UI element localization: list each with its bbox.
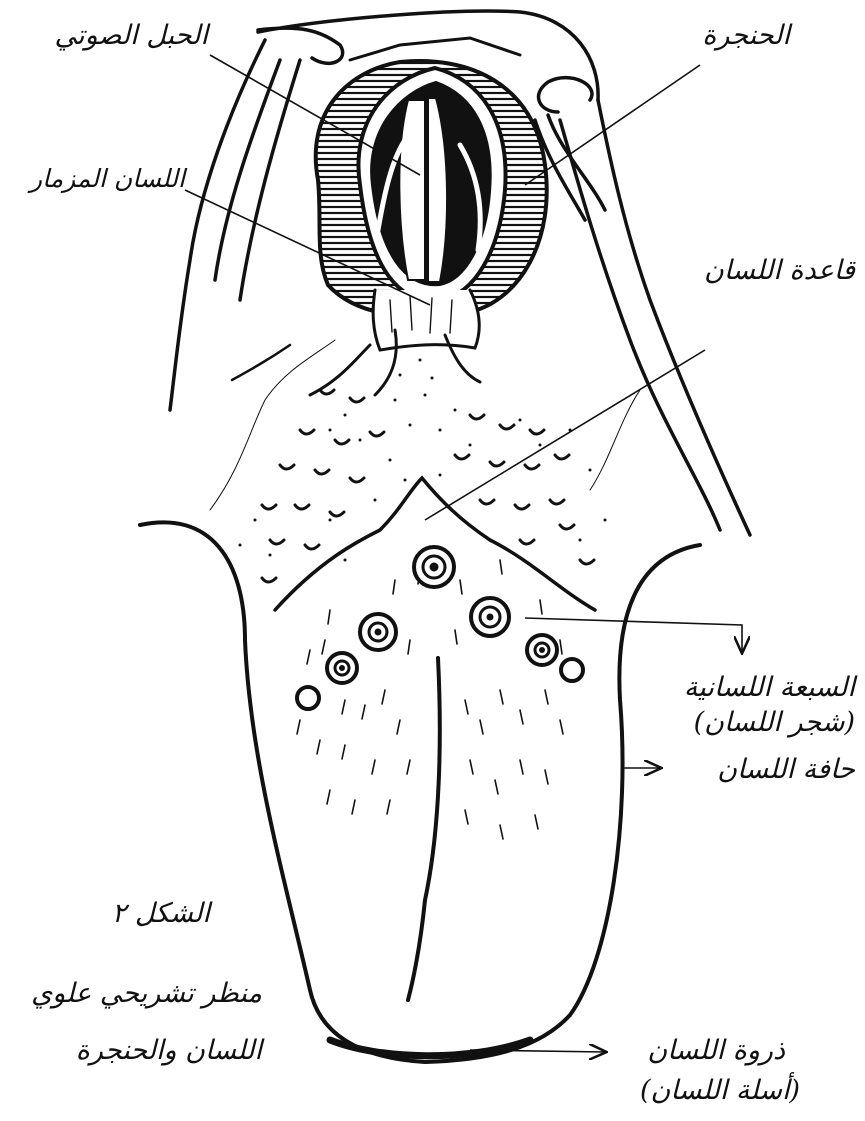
- papilla: [471, 598, 509, 636]
- papilla: [527, 635, 557, 665]
- leader-tongue-base: [425, 350, 705, 520]
- papillae-strokes: [297, 560, 563, 839]
- larynx: [316, 38, 547, 350]
- tongue-texture-dots: [239, 359, 607, 562]
- label-epiglottis: اللسان المزمار: [10, 165, 185, 194]
- tongue: [140, 330, 700, 1062]
- label-tongue-apex: ذروة اللسان: [620, 1035, 785, 1066]
- papilla: [360, 614, 396, 650]
- figure-caption-line2: اللسان والحنجرة: [30, 1035, 262, 1066]
- label-papillae-alt: (شجر اللسان): [660, 707, 855, 738]
- label-tongue-base: قاعدة اللسان: [685, 255, 855, 286]
- figure-number: الشكل ٢: [70, 898, 210, 929]
- papilla: [297, 687, 319, 709]
- papilla: [561, 659, 583, 681]
- figure-caption-line1: منظر تشريحي علوي: [0, 978, 262, 1009]
- label-papillae: السبعة اللسانية: [645, 672, 855, 703]
- label-tongue-apex-alt: (أسلة اللسان): [590, 1075, 800, 1106]
- papilla: [327, 653, 357, 683]
- papilla: [414, 547, 454, 587]
- label-vocal-cord: الحبل الصوتي: [28, 20, 208, 51]
- label-larynx: الحنجرة: [670, 20, 790, 51]
- label-tongue-edge: حافة اللسان: [680, 754, 855, 785]
